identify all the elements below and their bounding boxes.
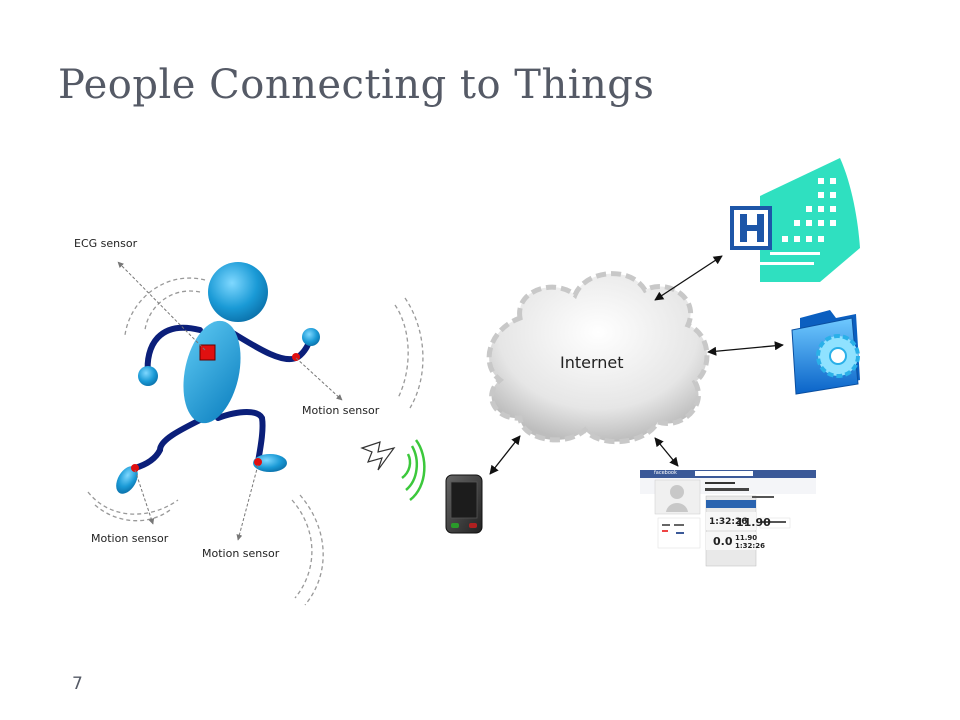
right-foot-sensor-dot [254,458,262,466]
social-app-time-2: 1:32:26 [735,542,765,550]
smartphone-icon [445,474,483,534]
slide-title: People Connecting to Things [58,62,655,108]
torso [183,320,241,424]
left-foot-sensor-dot [131,464,139,472]
arm-motion-sensor-label: Motion sensor [302,404,380,417]
page-number: 7 [72,674,83,694]
lightning-icon [360,441,396,471]
internet-cloud-icon [486,271,710,445]
social-app-value-1: 11.90 [736,516,771,529]
callout-arrows [117,261,343,541]
social-app-screenshot [640,470,816,567]
ecg-sensor-label: ECG sensor [74,237,138,250]
motion-arcs [87,277,424,606]
right-foot-motion-sensor-label: Motion sensor [202,547,280,560]
social-app-value-3: 11.90 [735,534,758,542]
wireless-signal-icon [401,439,426,501]
runner-figure [116,262,320,494]
internet-label: Internet [560,353,624,372]
left-foot-motion-sensor-label: Motion sensor [91,532,169,545]
social-app-brand: facebook [654,470,677,476]
social-app-time-1: 1:32:26 [709,517,748,527]
right-hand [302,328,320,346]
left-foot [116,466,138,494]
folder-settings-icon [791,310,860,395]
connection-arrows [489,255,784,475]
right-foot [253,454,287,472]
arm-sensor-dot [292,353,300,361]
social-app-value-2: 0.0 [713,535,733,548]
hospital-icon [730,158,860,282]
ecg-sensor-square [199,344,216,361]
head [208,262,268,322]
left-hand [138,366,158,386]
